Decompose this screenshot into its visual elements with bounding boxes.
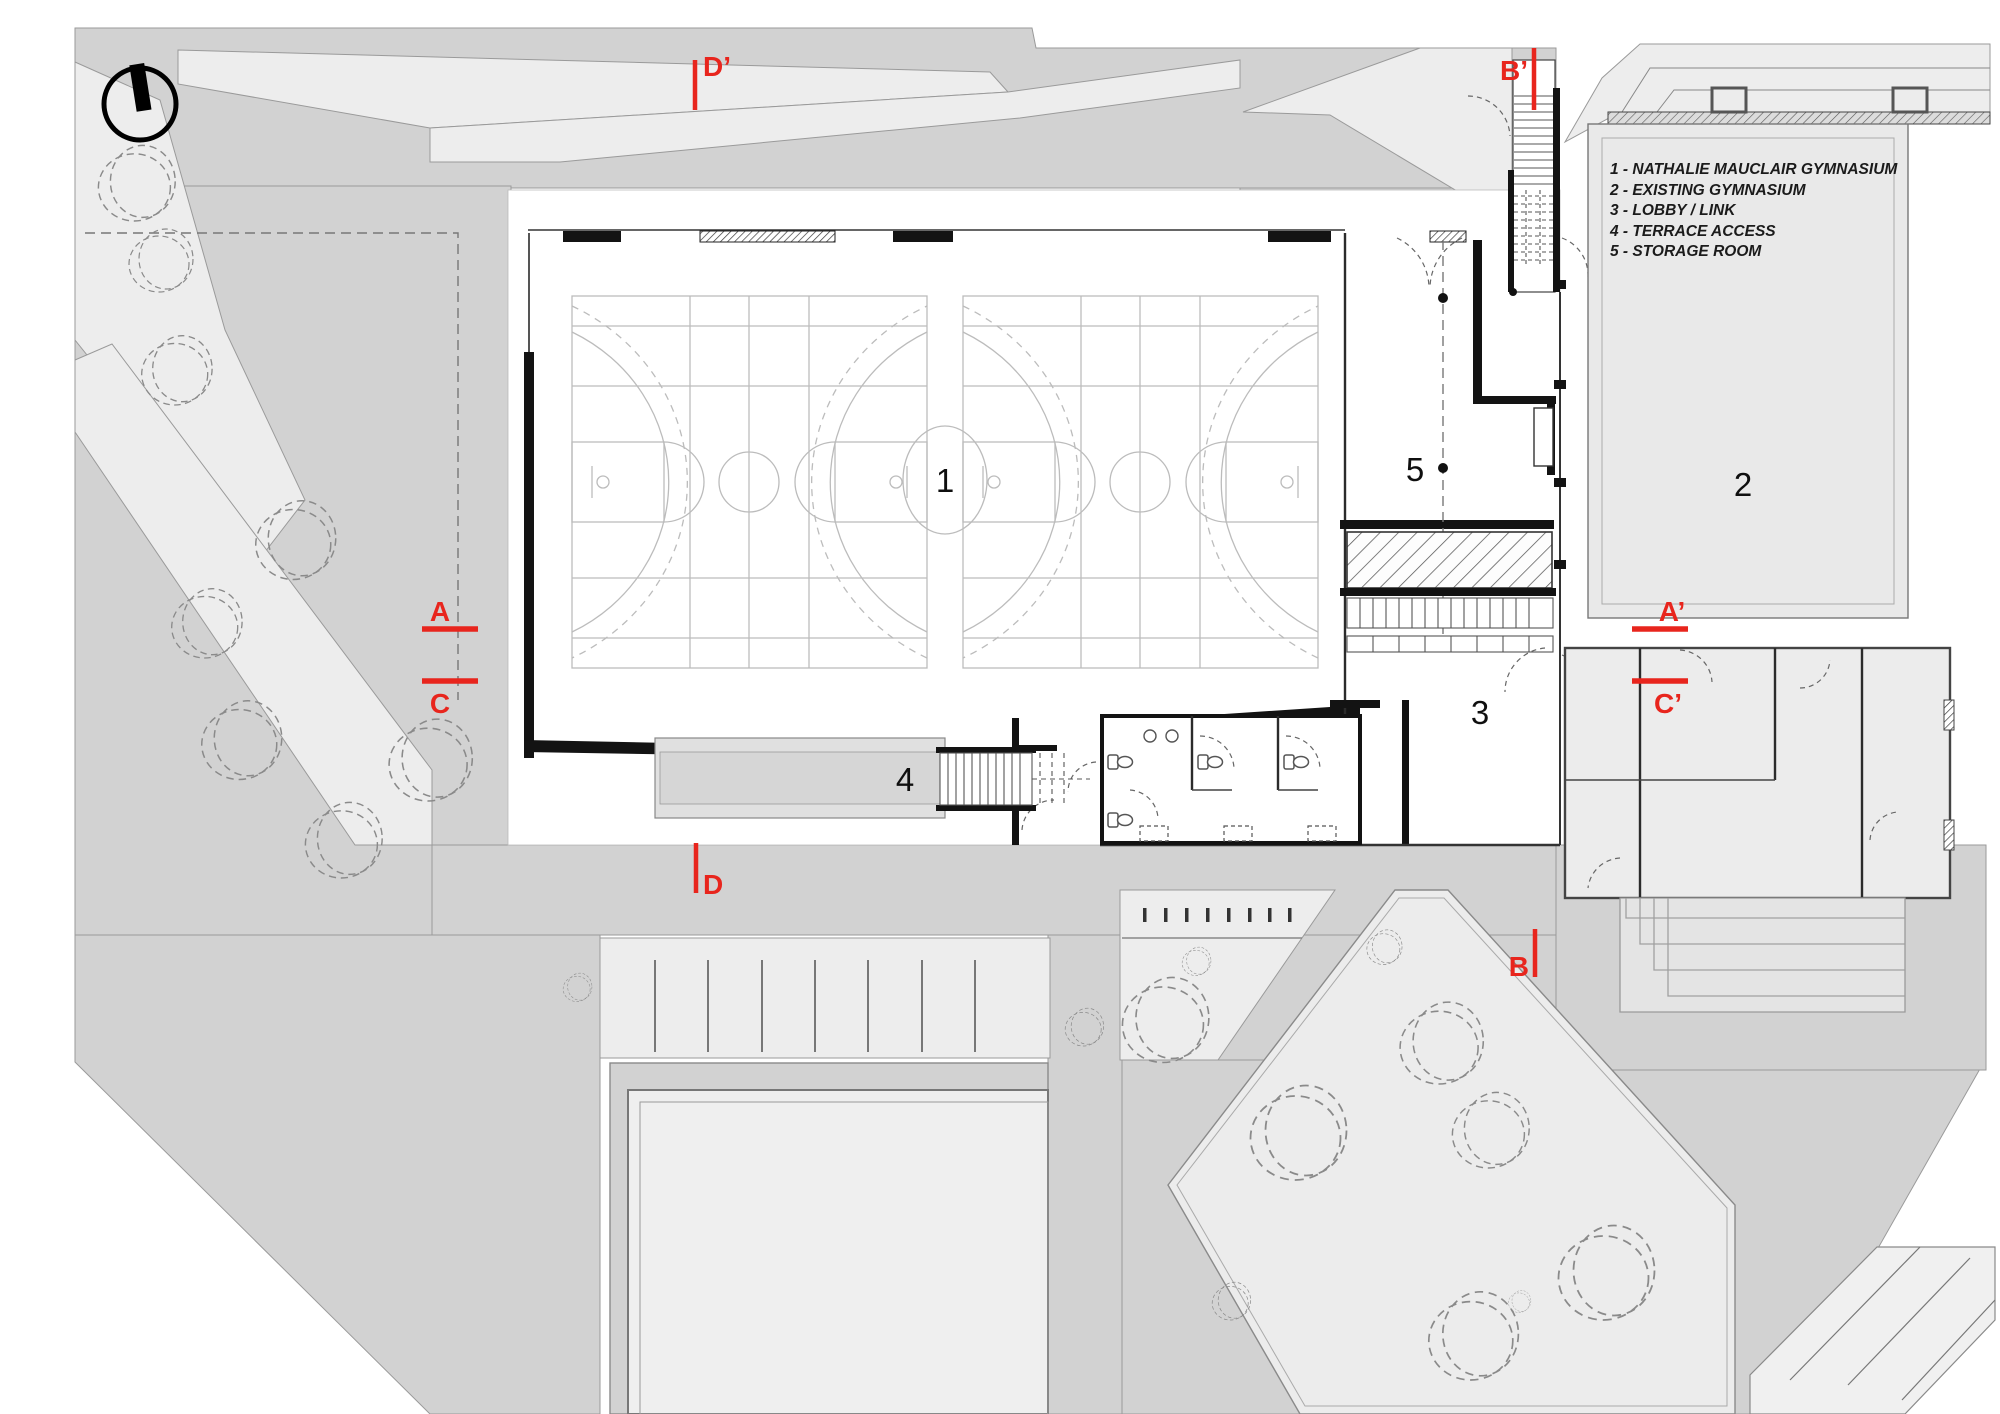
section-marker-d: D xyxy=(693,843,723,900)
svg-text:D: D xyxy=(703,869,723,900)
bike-area xyxy=(1119,889,1336,1061)
legend-item-3: 3 - LOBBY / LINK xyxy=(1610,202,1736,219)
playground-diamond xyxy=(1167,889,1736,1414)
north-stair-tower xyxy=(1467,59,1560,296)
room-label-storage: 5 xyxy=(1406,451,1424,488)
lobby-and-services: 3 4 xyxy=(654,647,1560,847)
section-markers: D’ B’ A C A’ C’ D B xyxy=(422,48,1688,982)
south-stair-treads xyxy=(1346,597,1554,653)
north-arrow xyxy=(101,63,179,143)
room-label-gymnasium: 1 xyxy=(936,462,954,499)
section-marker-d-prime: D’ xyxy=(692,51,731,110)
section-marker-a: A xyxy=(422,596,478,632)
plaza-paths xyxy=(74,47,1513,846)
section-marker-a-prime: A’ xyxy=(1632,596,1688,632)
room-label-lobby: 3 xyxy=(1471,694,1489,731)
ramp-hatch xyxy=(1346,531,1553,589)
sports-field xyxy=(609,1062,1049,1414)
legend-item-5: 5 - STORAGE ROOM xyxy=(1610,243,1762,260)
legend: 1 - NATHALIE MAUCLAIR GYMNASIUM 2 - EXIS… xyxy=(1610,160,1970,263)
svg-text:D’: D’ xyxy=(703,51,731,82)
stepped-terraces xyxy=(1619,897,1906,1013)
terrace-access: 4 xyxy=(654,737,1090,819)
bike-rack-ticks xyxy=(1143,908,1292,922)
room-label-terrace: 4 xyxy=(896,761,914,798)
legend-item-2: 2 - EXISTING GYMNASIUM xyxy=(1610,181,1806,199)
basketball-courts xyxy=(571,295,1319,669)
section-marker-c-prime: C’ xyxy=(1632,678,1688,719)
section-marker-b-prime: B’ xyxy=(1500,48,1537,110)
svg-text:C’: C’ xyxy=(1654,688,1682,719)
storage-and-stairs: 5 xyxy=(1340,59,1589,845)
annex-rooms xyxy=(1563,646,1955,900)
parcel-boundary-dashed xyxy=(85,232,459,700)
gymnasium-building: 1 xyxy=(85,189,1561,846)
parking-lot xyxy=(599,937,1051,1059)
legend-item-4: 4 - TERRACE ACCESS xyxy=(1610,222,1776,240)
svg-text:A’: A’ xyxy=(1659,596,1685,627)
svg-text:B’: B’ xyxy=(1500,55,1528,86)
hatch-corner xyxy=(1749,1246,1996,1414)
room-label-existing-gym: 2 xyxy=(1734,466,1752,503)
section-marker-b: B xyxy=(1509,929,1538,982)
toilet-block xyxy=(1100,714,1362,845)
existing-gymnasium: 2 xyxy=(1563,43,1991,1013)
svg-text:B: B xyxy=(1509,951,1529,982)
svg-text:A: A xyxy=(430,596,450,627)
section-marker-c: C xyxy=(422,678,478,719)
legend-item-1: 1 - NATHALIE MAUCLAIR GYMNASIUM xyxy=(1610,161,1898,178)
svg-text:C: C xyxy=(430,688,450,719)
